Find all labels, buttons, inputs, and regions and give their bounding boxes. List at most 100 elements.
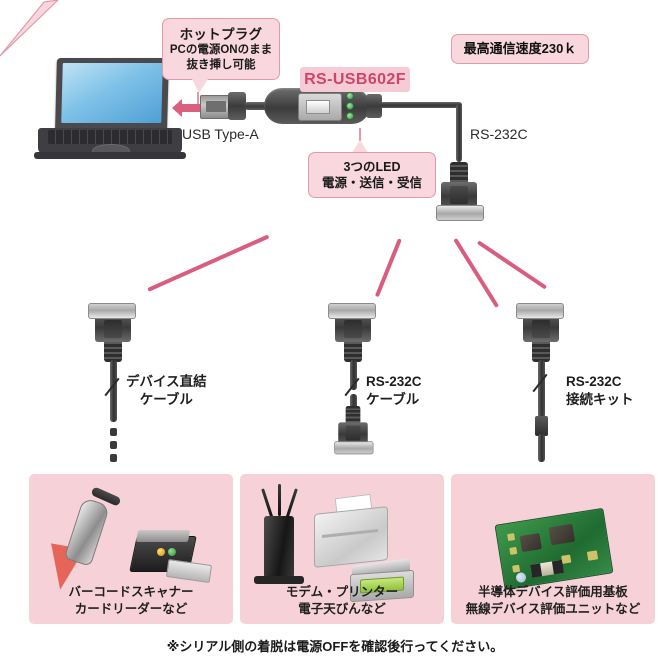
dsub-connector-hub xyxy=(436,162,484,224)
pcb-evaluation-board-icon xyxy=(494,507,614,591)
dsub-connector-cable-2 xyxy=(328,300,376,362)
product-name-tag: RS-USB602F xyxy=(300,67,410,92)
cable-2-label: RS-232C ケーブル xyxy=(366,373,422,409)
device-panel-evaluation-board: 半導体デバイス評価用基板 無線デバイス評価ユニットなど xyxy=(451,474,655,624)
panel-1-caption-line-1: バーコードスキャナー xyxy=(68,585,194,600)
cable-3-label-line-2: 接続キット xyxy=(566,392,634,408)
hotplug-line-1: ホットプラグ xyxy=(179,26,263,42)
led-power xyxy=(346,92,354,100)
cable-3-cord-lower xyxy=(538,434,545,462)
pcb-pad xyxy=(561,554,572,564)
dsub-strain-relief xyxy=(104,340,122,362)
dsub-metal-shell xyxy=(328,303,376,319)
modem-router-icon xyxy=(264,516,294,578)
serial-cord-horizontal xyxy=(380,102,462,108)
dsub-body xyxy=(338,422,368,444)
dsub-strain-relief xyxy=(532,340,550,362)
branch-ray-left xyxy=(147,234,270,292)
dsub-connector-cable-1 xyxy=(88,300,136,362)
dsub-connector-cable-3 xyxy=(516,300,564,362)
card-reader-led-green xyxy=(168,548,176,556)
usb-type-a-plug xyxy=(200,95,232,119)
pcb-connector-pin xyxy=(551,559,564,575)
pcb-component xyxy=(515,571,527,584)
panel-1-caption-line-2: カードリーダーなど xyxy=(74,602,188,617)
led-callout: 3つのLED 電源・送信・受信 xyxy=(308,152,436,198)
branch-ray-mid-left xyxy=(374,238,402,298)
hotplug-callout: ホットプラグ PCの電源ONのまま 抜き挿し可能 xyxy=(162,18,280,80)
cable-1-cord xyxy=(110,360,117,422)
id-card xyxy=(165,559,213,583)
cable-2-cord-lower xyxy=(350,394,357,416)
usb-plug-cuff xyxy=(228,92,246,120)
laptop-screen xyxy=(61,63,163,123)
dsub-strain-relief xyxy=(450,162,468,184)
cable-3-cord xyxy=(538,360,545,418)
device-panel-scanner: バーコードスキャナー カードリーダーなど xyxy=(29,474,233,624)
led-callout-tail xyxy=(352,140,368,153)
branch-ray-right xyxy=(476,240,548,290)
pcb-pad xyxy=(509,546,518,555)
hotplug-line-3: 抜き挿し可能 xyxy=(186,58,256,71)
card-reader-top xyxy=(135,530,191,542)
cable-1-label-line-2: ケーブル xyxy=(139,392,193,408)
arrow-head-left xyxy=(172,99,182,117)
card-reader-led-amber xyxy=(157,548,165,556)
led-callout-stem xyxy=(359,128,361,141)
dsub-strain-relief xyxy=(345,406,361,425)
laptop-keyboard xyxy=(48,130,172,144)
pcb-chip xyxy=(519,533,542,553)
serial-cord-vertical xyxy=(456,104,462,162)
cable-3-label-line-1: RS-232C xyxy=(566,374,622,389)
converter-module-window xyxy=(298,93,342,121)
label-rs232c: RS-232C xyxy=(470,126,528,142)
laptop-lid xyxy=(55,58,169,130)
panel-2-caption-line-2: 電子天びんなど xyxy=(298,602,386,617)
dsub-body xyxy=(441,182,477,208)
dsub-body xyxy=(95,316,131,342)
hotplug-callout-stem xyxy=(197,92,199,104)
cable-1-dash xyxy=(110,454,117,462)
led-receive xyxy=(346,112,354,120)
panel-3-caption-line-1: 半導体デバイス評価用基板 xyxy=(478,585,628,600)
pcb-chip xyxy=(548,523,576,546)
led-line-1: 3つのLED xyxy=(343,160,401,174)
dsub-metal-shell xyxy=(436,205,484,221)
cable-1-label: デバイス直結 ケーブル xyxy=(126,373,207,409)
dsub-metal-shell xyxy=(88,303,136,319)
router-stand xyxy=(254,576,304,584)
arrow-bar xyxy=(181,104,207,112)
cable-1-dash xyxy=(110,428,117,436)
dsub-metal-shell xyxy=(516,303,564,319)
label-usb-type-a: USB Type-A xyxy=(182,126,259,142)
cable-1-label-line-1: デバイス直結 xyxy=(126,374,207,389)
panel-3-caption-line-2: 無線デバイス評価ユニットなど xyxy=(465,602,641,617)
laptop-illustration xyxy=(34,58,186,162)
footnote-text: ※シリアル側の着脱は電源OFFを確認後行ってください。 xyxy=(166,639,504,654)
hotplug-line-2: PCの電源ONのまま xyxy=(169,43,273,56)
laptop-foot xyxy=(34,152,186,159)
router-antenna xyxy=(261,488,274,520)
router-antenna xyxy=(285,488,298,520)
dsub-strain-relief xyxy=(344,340,362,362)
dsub-body xyxy=(335,316,371,342)
cable-2-label-line-1: RS-232C xyxy=(366,374,422,389)
pcb-pad xyxy=(507,533,516,542)
router-antenna xyxy=(278,484,281,516)
cable-3-end-plug xyxy=(535,416,548,436)
panel-2-caption-line-1: モデム・プリンター xyxy=(285,585,399,600)
led-transmit xyxy=(346,102,354,110)
hotplug-callout-tail xyxy=(192,79,208,93)
dsub-metal-shell xyxy=(334,441,374,455)
dsub-connector-cable-2-end xyxy=(334,406,374,457)
cable-2-label-line-2: ケーブル xyxy=(366,392,420,408)
led-line-2: 電源・送信・受信 xyxy=(321,176,422,190)
usb-cord-left xyxy=(244,102,268,110)
panel-1-caption: バーコードスキャナー カードリーダーなど xyxy=(29,584,233,618)
speed-callout: 最高通信速度230ｋ xyxy=(451,34,589,64)
cable-2-cord-upper xyxy=(350,360,357,390)
speed-callout-tail xyxy=(0,0,59,57)
device-panel-modem-printer: モデム・プリンター 電子天びんなど xyxy=(240,474,444,624)
pcb-pad xyxy=(586,550,599,561)
